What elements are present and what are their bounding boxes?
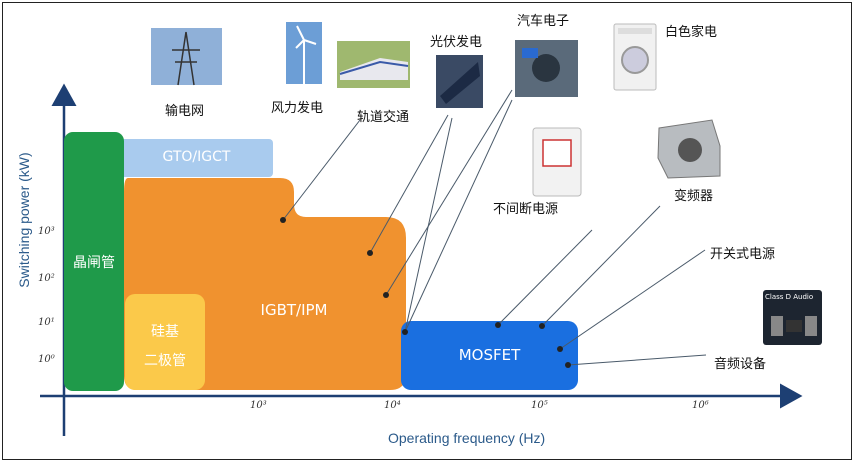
mosfet-label: MOSFET bbox=[458, 346, 521, 364]
gto-igct-label: GTO/IGCT bbox=[162, 149, 231, 165]
thyristor-block bbox=[64, 132, 124, 391]
leader-lines bbox=[282, 89, 707, 366]
x-tick-10000: 10⁴ bbox=[384, 400, 401, 411]
grid-photo bbox=[151, 28, 222, 86]
diode-label-line1: 硅基 bbox=[151, 324, 179, 340]
app-label-auto: 汽车电子 bbox=[517, 14, 570, 29]
thyristor-label: 晶闸管 bbox=[73, 255, 115, 271]
mosfet-block bbox=[401, 321, 578, 390]
auto-photo bbox=[515, 40, 578, 97]
y-tick-1: 10⁰ bbox=[38, 354, 55, 365]
y-tick-1000: 10³ bbox=[38, 226, 55, 237]
app-label-grid: 输电网 bbox=[165, 104, 205, 119]
inverter-photo bbox=[657, 119, 721, 179]
wind-photo bbox=[286, 22, 322, 84]
x-tick-1000: 10³ bbox=[250, 400, 267, 411]
rail-photo bbox=[337, 41, 410, 88]
leader-dots bbox=[280, 217, 571, 368]
ups-photo bbox=[532, 127, 582, 197]
app-label-ups: 不间断电源 bbox=[493, 202, 559, 217]
igbt-ipm-label: IGBT/IPM bbox=[260, 301, 328, 319]
app-label-smps: 开关式电源 bbox=[710, 247, 776, 262]
y-tick-100: 10² bbox=[38, 273, 55, 284]
pv-photo bbox=[436, 55, 483, 108]
app-label-pv: 光伏发电 bbox=[430, 35, 483, 50]
app-label-rail: 轨道交通 bbox=[357, 110, 410, 125]
app-label-audio: 音频设备 bbox=[714, 357, 767, 372]
diode-label-line2: 二极管 bbox=[144, 353, 186, 369]
y-tick-10: 10¹ bbox=[38, 317, 55, 328]
gto-igct-block bbox=[120, 139, 273, 177]
x-axis-title: Operating frequency (Hz) bbox=[388, 430, 546, 446]
diode-block bbox=[125, 294, 205, 390]
y-axis-title: Switching power (kW) bbox=[16, 152, 32, 288]
app-label-appliance: 白色家电 bbox=[665, 25, 718, 40]
audio-photo bbox=[763, 290, 822, 345]
x-tick-100000: 10⁵ bbox=[531, 400, 548, 411]
washer-photo bbox=[613, 23, 657, 91]
app-label-wind: 风力发电 bbox=[271, 101, 324, 116]
x-tick-1000000: 10⁶ bbox=[692, 400, 709, 411]
app-label-inverter: 变频器 bbox=[674, 189, 714, 204]
audio-photo-caption: Class D Audio bbox=[765, 293, 814, 301]
